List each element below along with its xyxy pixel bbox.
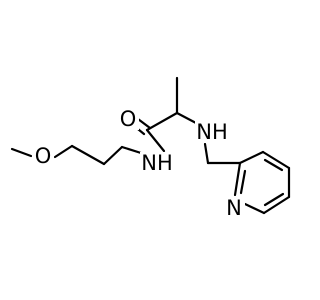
atom-label-layer: O O NH NH N: [32, 107, 245, 220]
bond-c2-c3: [102, 145, 124, 166]
ring-bond-c6-n: [243, 202, 266, 215]
ring-bond-n-c2: [233, 161, 242, 197]
bond-nh-ch2: [203, 142, 210, 165]
amine-nh-label: NH: [196, 120, 228, 144]
bond-carbonyl-o-1: [136, 117, 152, 130]
label-mask-pyridine-n: [223, 196, 245, 220]
oxygen-ether-label: O: [35, 144, 52, 168]
bond-c3-nh: [120, 145, 143, 155]
ring-bond-c3-c4: [261, 150, 291, 170]
ring-double-c5-c6: [263, 192, 285, 207]
bond-c1-c2: [70, 144, 106, 166]
oxygen-carbonyl-label: O: [120, 107, 137, 131]
label-mask-amine-nh: [195, 121, 229, 143]
molecule-structure: O O NH NH N: [10, 76, 291, 220]
ring-double-c3-c4: [263, 158, 284, 172]
label-mask-amide-nh: [140, 152, 174, 174]
bond-alpha-nh: [175, 111, 198, 125]
ring-double-n-c2: [239, 169, 247, 195]
ring-bond-c2-c3: [238, 150, 265, 165]
bond-layer: [10, 76, 242, 166]
label-mask-o-ether: [32, 145, 54, 167]
pyridine-ring: [233, 150, 291, 215]
bond-nh-carbonyl: [145, 128, 166, 153]
pyridine-n-label: N: [226, 196, 242, 220]
bond-methyl-o: [10, 147, 33, 158]
bond-o-c1: [53, 144, 74, 159]
label-mask-o-carbonyl: [117, 108, 139, 130]
amide-nh-label: NH: [141, 151, 173, 175]
ring-bond-c5-c6: [262, 195, 291, 215]
bond-carbonyl-alpha: [145, 111, 179, 132]
